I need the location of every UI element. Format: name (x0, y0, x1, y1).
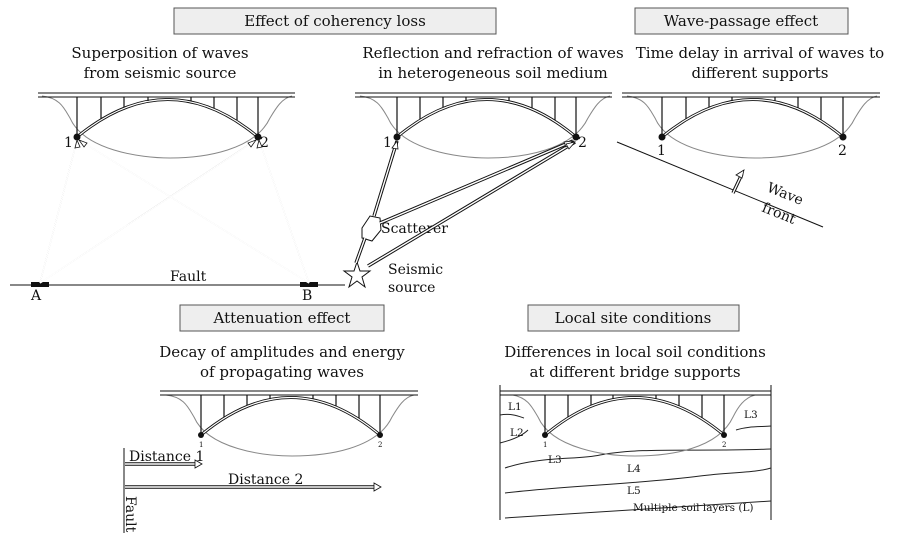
support-2-label: 2 (378, 441, 382, 449)
attenuation-distances: Fault Distance 1 Distance 2 (122, 448, 382, 533)
support-2-label: 2 (578, 135, 587, 151)
bridge-superposition: 1 2 (38, 92, 295, 159)
layer-l3-right-label: L3 (744, 409, 758, 421)
wave-direction-arrow (735, 169, 745, 179)
point-a-label: A (30, 288, 42, 304)
caption-time-delay-line2: different supports (692, 64, 829, 82)
layer-l4-label: L4 (627, 463, 641, 475)
heading-attenuation: Attenuation effect (179, 304, 385, 332)
caption-time-delay-line1: Time delay in arrival of waves to (636, 44, 884, 62)
seismic-source-label-line1: Seismic (388, 262, 443, 278)
distance-2-label: Distance 2 (228, 472, 303, 488)
support-2-label: 2 (838, 143, 847, 159)
caption-differences-line1: Differences in local soil conditions (504, 343, 766, 361)
soil-layers-note: Multiple soil layers (L) (633, 502, 754, 514)
caption-superposition-line1: Superposition of waves (71, 44, 248, 62)
support-2-dot (254, 133, 262, 141)
layer-l3-left-label: L3 (548, 454, 562, 466)
seismic-source-star-icon (342, 260, 372, 289)
heading-coherency: Effect of coherency loss (173, 7, 497, 35)
support-2-label: 2 (722, 441, 726, 449)
bridge-attenuation: 1 2 (160, 390, 418, 457)
caption-reflection-line2: in heterogeneous soil medium (378, 64, 608, 82)
source-b-marker (300, 282, 318, 287)
support-1-label: 1 (657, 143, 666, 159)
caption-decay-line1: Decay of amplitudes and energy (159, 343, 405, 361)
caption-differences-line2: at different bridge supports (529, 363, 740, 381)
reflection-wave-paths: Scatterer Seismic source (342, 139, 577, 296)
fault-vertical-label: Fault (122, 496, 138, 533)
heading-wave-passage: Wave-passage effect (634, 7, 849, 35)
support-1-label: 1 (383, 135, 392, 151)
distance-1-label: Distance 1 (129, 449, 204, 465)
seismic-source-label-line2: source (388, 280, 435, 296)
wave-front-line (616, 141, 824, 228)
scatterer-shape (361, 215, 382, 242)
point-b-label: B (302, 288, 312, 304)
source-a-marker (31, 282, 49, 287)
scatterer-label: Scatterer (381, 221, 448, 237)
caption-decay-line2: of propagating waves (200, 363, 364, 381)
heading-coherency-text: Effect of coherency loss (244, 12, 426, 30)
support-1-dot (73, 133, 81, 141)
heading-attenuation-text: Attenuation effect (213, 309, 351, 327)
caption-reflection-line1: Reflection and refraction of waves (362, 44, 623, 62)
soil-layer-labels: L1 L2 L3 L3 L4 L5 Multiple soil layers (… (508, 401, 758, 514)
bridge-wave-passage: 1 2 (622, 92, 880, 159)
support-1-label: 1 (543, 441, 547, 449)
support-2-label: 2 (260, 135, 269, 151)
layer-l1-label: L1 (508, 401, 522, 413)
support-1-label: 1 (64, 135, 73, 151)
fault-label: Fault (170, 269, 207, 285)
heading-local-site: Local site conditions (527, 304, 740, 332)
superposition-wave-paths: Fault A B (10, 138, 345, 304)
caption-superposition-line2: from seismic source (84, 64, 237, 82)
heading-wave-passage-text: Wave-passage effect (664, 12, 818, 30)
layer-l5-label: L5 (627, 485, 641, 497)
bridge-reflection: 1 2 (355, 92, 612, 159)
bridge-local-site: 1 2 (500, 390, 771, 457)
layer-l2-label: L2 (510, 427, 524, 439)
local-site-soil-block (499, 385, 772, 520)
heading-local-site-text: Local site conditions (555, 309, 712, 327)
support-1-label: 1 (199, 441, 203, 449)
